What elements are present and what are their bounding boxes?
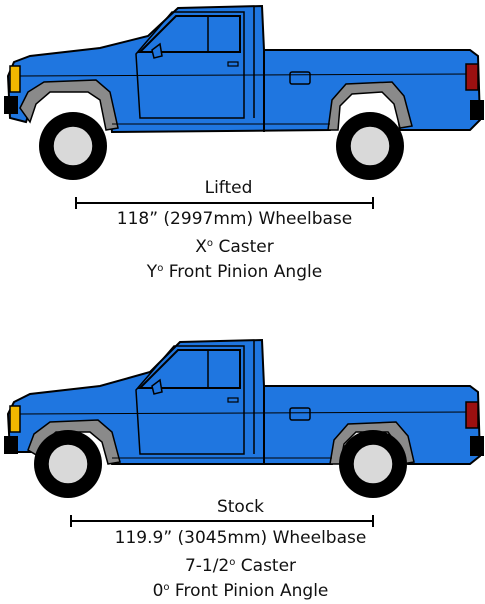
lifted-caster: Xo Caster xyxy=(195,237,274,257)
lifted-title: Lifted xyxy=(204,178,253,198)
door-handle xyxy=(227,61,239,67)
rear-bumper xyxy=(470,100,484,120)
headlight xyxy=(9,405,21,433)
door-handle xyxy=(227,397,239,403)
lifted-wheelbase-dimension-line xyxy=(75,197,374,209)
tail-light xyxy=(465,401,479,429)
front-bumper xyxy=(4,436,18,454)
rear-wheel xyxy=(339,430,407,498)
lifted-truck-illustration xyxy=(4,4,484,180)
front-fender-flare xyxy=(19,79,119,131)
fuel-door xyxy=(289,407,311,421)
rear-fender-flare xyxy=(327,81,413,131)
fuel-door xyxy=(289,71,311,85)
door-outline xyxy=(135,11,245,119)
side-mirror xyxy=(151,378,163,395)
stock-title: Stock xyxy=(216,497,265,517)
lifted-wheelbase: 118” (2997mm) Wheelbase xyxy=(116,209,353,229)
side-window xyxy=(137,349,241,389)
front-wheel xyxy=(34,430,102,498)
stock-caster: 7-1/2o Caster xyxy=(184,556,297,576)
rear-bumper xyxy=(470,436,484,456)
stock-wheelbase: 119.9” (3045mm) Wheelbase xyxy=(114,528,367,548)
side-window xyxy=(137,15,241,53)
stock-wheelbase-dimension-line xyxy=(70,515,374,527)
lifted-pinion-angle: Yo Front Pinion Angle xyxy=(146,262,323,282)
headlight xyxy=(9,65,21,93)
front-wheel xyxy=(39,112,107,180)
tail-light xyxy=(465,63,479,91)
lifted-panel: Lifted 118” (2997mm) Wheelbase Xo Caster… xyxy=(0,0,485,300)
front-bumper xyxy=(4,96,18,114)
door-outline xyxy=(135,345,245,455)
side-mirror xyxy=(151,42,163,59)
rear-wheel xyxy=(336,112,404,180)
stock-truck-illustration xyxy=(4,338,484,498)
stock-pinion-angle: 0o Front Pinion Angle xyxy=(152,581,329,601)
stock-panel: Stock 119.9” (3045mm) Wheelbase 7-1/2o C… xyxy=(0,300,485,601)
